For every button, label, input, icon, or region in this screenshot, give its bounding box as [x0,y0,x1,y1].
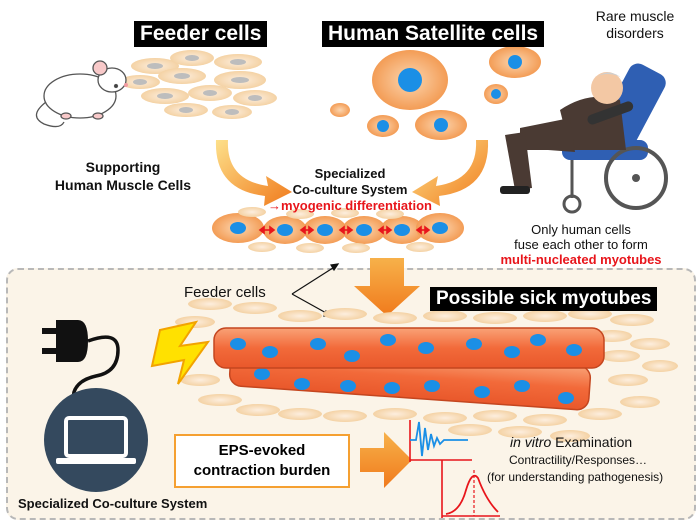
invitro-italic: in vitro [510,434,552,450]
satellite-cell-cluster [330,46,541,140]
down-arrow-icon [354,258,420,316]
feeder-cell-cluster [120,50,277,119]
only-line-1: Only human cells [531,222,631,237]
peak-curve-icon [441,460,500,518]
understanding-label: (for understanding pathogenesis) [487,470,664,484]
lightning-icon [150,320,211,385]
mouse-icon [35,60,128,128]
possible-sick-myotubes-title: Possible sick myotubes [430,287,658,311]
rare-line-1: Rare muscle [595,8,675,24]
myotube-upper [213,327,605,369]
feeder-cells-label: Feeder cells [184,284,266,301]
coculture-cell-row [212,207,464,253]
myogenic-differentiation-label: →myogenic differentiation [268,198,432,213]
satellite-cells-title: Human Satellite cells [322,21,545,47]
elderly-wheelchair-icon [500,63,668,214]
curved-arrow-icon [215,140,292,206]
only-human-cells-label: Only human cells fuse each other to form… [478,222,684,267]
examination-text: Examination [551,434,633,450]
multi-nucleated-label: multi-nucleated myotubes [500,252,662,267]
contractility-label: Contractility/Responses… [509,453,648,467]
supporting-line-1: Supporting [85,159,161,175]
curved-arrow-icon [412,140,489,206]
only-line-2: fuse each other to form [514,237,648,252]
feeder-pointer-lines [291,263,340,317]
oscillation-trace-icon [409,420,472,462]
supporting-line-2: Human Muscle Cells [54,177,192,193]
rare-line-2: disorders [606,25,664,41]
feeder-cells-title: Feeder cells [134,21,268,47]
right-arrow-icon [360,432,412,488]
system-footer-label: Specialized Co-culture System [18,496,208,511]
rare-disorders-label: Rare muscle disorders [590,8,680,42]
laptop-icon [44,388,148,492]
specialized-line-1: Specialized [314,166,386,181]
specialized-coculture-label: Specialized Co-culture System →myogenic … [255,166,445,214]
eps-line-1: EPS-evoked [218,442,306,459]
eps-line-2: contraction burden [193,462,331,479]
invitro-examination-label: in vitro Examination [510,434,632,450]
feeder-cell-field [175,298,678,442]
eps-contraction-box: EPS-evoked contraction burden [174,434,350,488]
specialized-line-2: Co-culture System [292,182,408,197]
supporting-label: Supporting Human Muscle Cells [28,158,218,194]
